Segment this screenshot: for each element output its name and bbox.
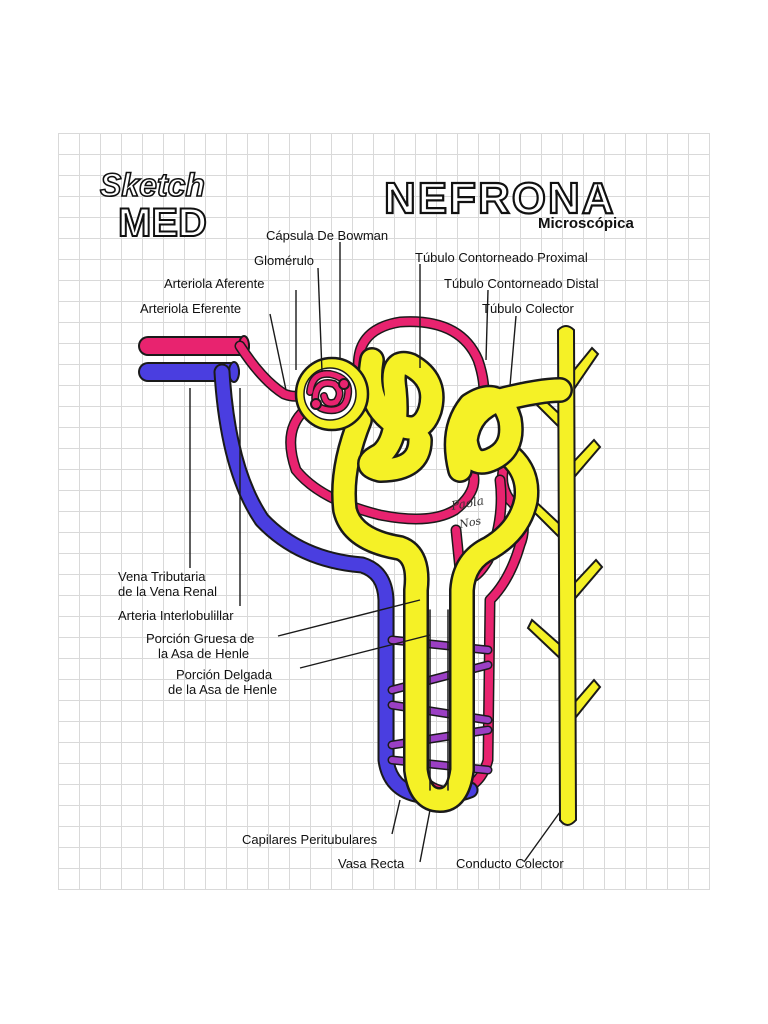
label-porcion-delgada-1: Porción Delgada: [176, 667, 273, 682]
signature-line1: Paola: [449, 493, 485, 513]
artist-signature: Paola Nos: [449, 493, 485, 531]
label-arteriola-eferente: Arteriola Eferente: [140, 301, 241, 316]
label-arteriola-aferente: Arteriola Aferente: [164, 276, 264, 291]
label-glomerulo: Glomérulo: [254, 253, 314, 268]
label-vena-tributaria-1: Vena Tributaria: [118, 569, 206, 584]
label-porcion-gruesa-2: la Asa de Henle: [158, 646, 249, 661]
glomerulo-shape: [306, 369, 353, 415]
label-tubulo-proximal: Túbulo Contorneado Proximal: [415, 250, 588, 265]
label-capilares-peritubulares: Capilares Peritubulares: [242, 832, 378, 847]
label-vasa-recta: Vasa Recta: [338, 856, 405, 871]
label-tubulo-distal: Túbulo Contorneado Distal: [444, 276, 599, 291]
title-main: NEFRONA: [384, 174, 616, 223]
label-arteria-interlobulillar: Arteria Interlobulillar: [118, 608, 234, 623]
signature-line2: Nos: [457, 514, 482, 531]
label-capsula-bowman: Cápsula De Bowman: [266, 228, 388, 243]
label-porcion-delgada-2: de la Asa de Henle: [168, 682, 277, 697]
label-tubulo-colector: Túbulo Colector: [482, 301, 574, 316]
title-sub: Microscópica: [538, 215, 635, 232]
label-conducto-colector: Conducto Colector: [456, 856, 564, 871]
tubules: [331, 347, 573, 813]
diagram-title: NEFRONA Microscópica: [383, 173, 635, 232]
logo-sketch-text: Sketch: [100, 167, 205, 203]
conducto-colector-body: [556, 325, 578, 826]
logo-med-text: MED: [118, 201, 207, 245]
labels: Cápsula De Bowman Glomérulo Arteriola Af…: [118, 228, 599, 871]
label-porcion-gruesa-1: Porción Gruesa de: [146, 631, 254, 646]
leader-lines: [189, 242, 561, 863]
sketchmed-logo: Sketch MED: [99, 166, 208, 246]
label-vena-tributaria-2: de la Vena Renal: [118, 584, 217, 599]
